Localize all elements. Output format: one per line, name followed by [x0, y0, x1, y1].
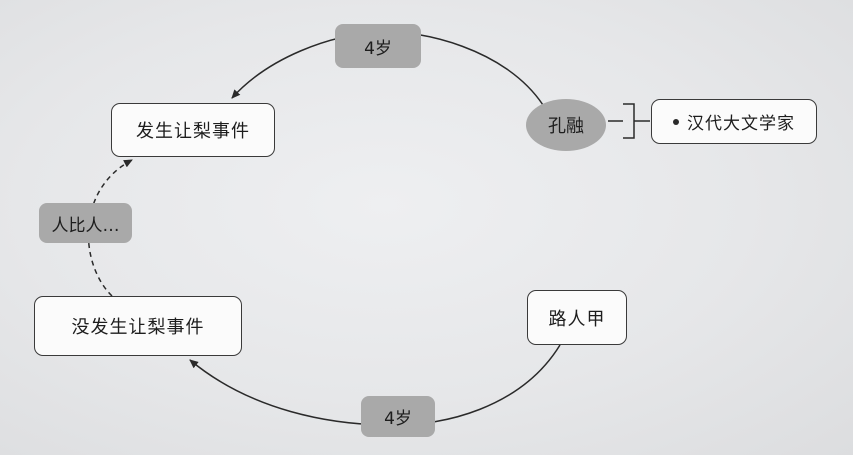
node-passerby-label: 路人甲 [548, 308, 606, 330]
bracket-connector [608, 103, 650, 139]
node-event-occurred-label: 发生让梨事件 [136, 121, 250, 142]
node-kong-rong-label: 孔融 [548, 116, 584, 137]
node-kong-rong: 孔融 [526, 99, 606, 151]
edge-label-top-age: 4岁 [335, 24, 421, 68]
edge-label-bottom-age: 4岁 [361, 396, 435, 437]
node-event-not-occurred-label: 没发生让梨事件 [71, 317, 205, 338]
edge-label-top-age-text: 4岁 [364, 38, 392, 59]
node-kongrong-note-label: 汉代大文学家 [687, 114, 795, 134]
bullet-icon [673, 118, 679, 125]
node-event-occurred: 发生让梨事件 [111, 103, 275, 157]
edge-label-bottom-age-text: 4岁 [384, 409, 412, 429]
node-passerby: 路人甲 [527, 290, 627, 345]
node-kongrong-note: 汉代大文学家 [651, 99, 817, 144]
edge-label-comparison: 人比人… [39, 203, 132, 243]
node-event-not-occurred: 没发生让梨事件 [34, 296, 242, 356]
edge-label-comparison-text: 人比人… [51, 215, 120, 236]
